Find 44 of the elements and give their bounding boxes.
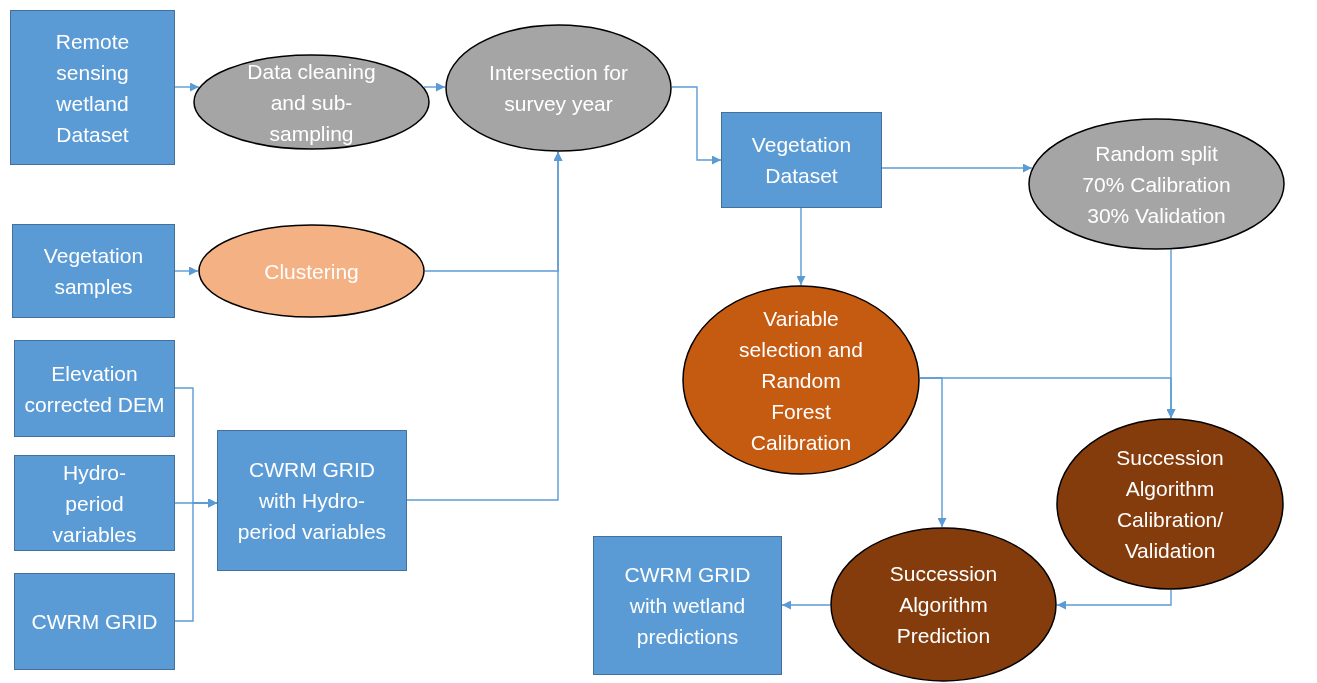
- node-label: Remote sensing wetland Dataset: [54, 28, 131, 148]
- process-box: [217, 430, 407, 571]
- node-label: Random split: [1095, 140, 1218, 167]
- process-box: [14, 340, 175, 437]
- process-ellipse: [1056, 418, 1284, 590]
- arrow: [796, 207, 806, 286]
- node-label: CWRM GRID with wetland predictions: [623, 562, 752, 650]
- arrow: [881, 163, 1033, 173]
- node-label: Succession Algorithm Calibration/ Validation: [1115, 445, 1225, 564]
- node-label: 30% Validation: [1087, 202, 1226, 229]
- arrow: [919, 377, 947, 528]
- node-label: Elevation corrected DEM: [23, 360, 166, 418]
- node-label: Vegetation samples: [42, 243, 145, 300]
- node-label: Variable selection and Random Forest Calibration: [738, 305, 864, 456]
- node-label: Clustering: [264, 258, 359, 285]
- arrow: [174, 498, 218, 622]
- process-box: [14, 573, 175, 670]
- arrow: [1056, 589, 1172, 610]
- arrow: [406, 151, 563, 501]
- arrow: [174, 266, 199, 276]
- node-label: CWRM GRID with Hydro-period variables: [237, 457, 387, 545]
- process-ellipse: [193, 54, 430, 150]
- node-label: Succession Algorithm Prediction: [888, 561, 999, 649]
- arrow: [671, 86, 722, 165]
- process-box: [14, 455, 175, 551]
- arrow: [781, 600, 831, 610]
- arrow: [174, 82, 200, 92]
- process-ellipse: [445, 24, 672, 152]
- process-ellipse: [1028, 118, 1285, 250]
- process-ellipse: [682, 285, 920, 475]
- process-box: [12, 224, 175, 318]
- process-box: [721, 112, 882, 208]
- node-label: Vegetation Dataset: [750, 132, 853, 189]
- node-label: Data cleaning and sub-sampling: [246, 58, 377, 147]
- process-box: [593, 536, 782, 675]
- arrow: [1166, 248, 1176, 419]
- node-label: 70% Calibration: [1082, 171, 1231, 198]
- node-label: CWRM GRID: [31, 609, 158, 635]
- process-ellipse: [830, 527, 1057, 682]
- process-ellipse: [198, 224, 425, 318]
- arrow: [423, 82, 446, 92]
- node-label: Intersection for survey year: [488, 60, 629, 117]
- process-box: [10, 10, 175, 165]
- node-label: Hydro-period variables: [51, 459, 138, 548]
